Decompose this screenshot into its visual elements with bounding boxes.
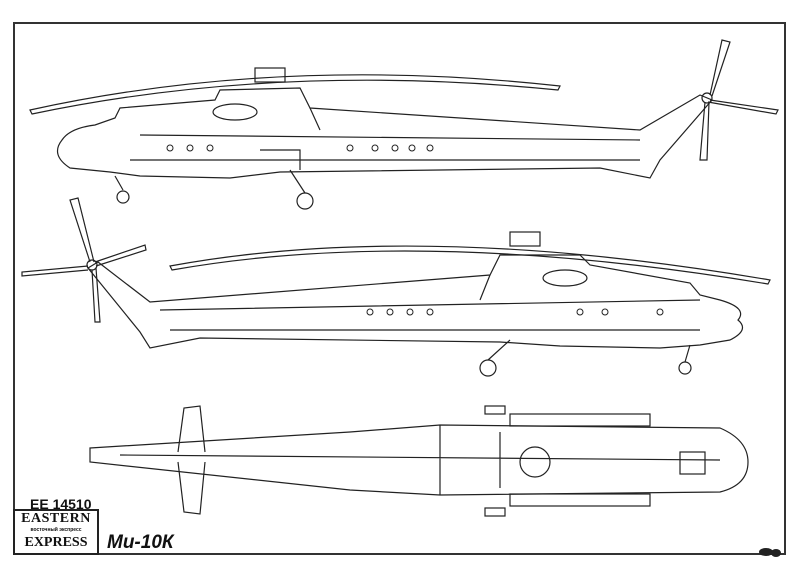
main-rotor-blade xyxy=(29,74,561,115)
tail-rotor xyxy=(699,39,779,161)
fuselage xyxy=(87,254,744,349)
eastern-express-logo: EASTERN восточный экспресс EXPRESS xyxy=(13,509,99,555)
drawing-frame xyxy=(13,22,786,555)
fuselage xyxy=(89,424,749,496)
side-view-nose-right xyxy=(21,197,771,377)
kit-code: EE 14510 xyxy=(30,496,92,512)
fuselage xyxy=(56,87,713,179)
side-view-nose-left xyxy=(29,39,779,210)
logo-line-3: EXPRESS xyxy=(24,535,88,550)
main-rotor-blade xyxy=(169,245,771,285)
logo-line-1: EASTERN xyxy=(21,511,91,526)
animal-mark-icon xyxy=(759,548,781,557)
model-name: Ми-10К xyxy=(107,532,174,553)
tail-rotor xyxy=(21,197,147,323)
horizontal-stabilizer xyxy=(177,405,206,515)
top-view xyxy=(89,405,749,517)
logo-line-2: восточный экспресс xyxy=(30,527,82,533)
